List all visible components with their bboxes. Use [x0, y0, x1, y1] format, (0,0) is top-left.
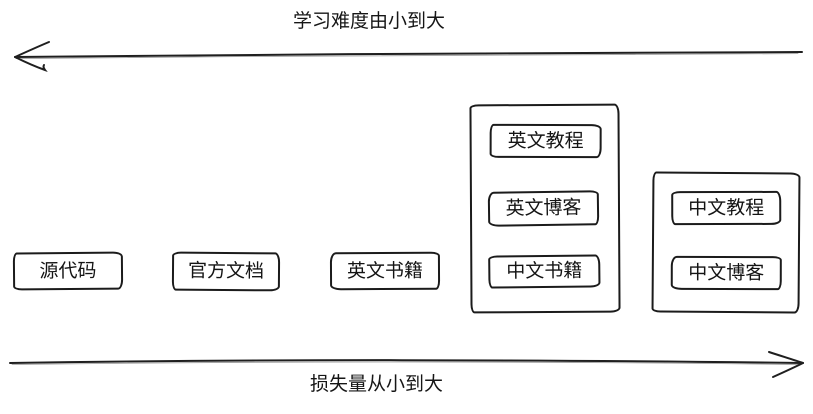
loss-axis-label: 损失量从小到大 [310, 374, 444, 395]
box-chinese-blogs-label: 中文博客 [688, 262, 765, 284]
box-english-books-label: 英文书籍 [346, 260, 424, 282]
difficulty-axis-label: 学习难度由小到大 [293, 11, 446, 32]
group-english-resources: 英文教程 英文博客 中文书籍 [469, 103, 621, 314]
box-chinese-blogs: 中文博客 [670, 255, 782, 291]
box-chinese-tutorials: 中文教程 [671, 190, 782, 226]
group-chinese-resources: 中文教程 中文博客 [651, 171, 801, 314]
box-chinese-tutorials-label: 中文教程 [688, 197, 765, 219]
box-official-docs: 官方文档 [171, 251, 281, 292]
box-english-tutorials: 英文教程 [489, 123, 602, 159]
difficulty-arrow-left-icon [14, 41, 803, 73]
box-source-code: 源代码 [12, 251, 124, 291]
box-chinese-books-label: 中文书籍 [506, 260, 583, 283]
box-source-code-label: 源代码 [39, 260, 97, 282]
box-chinese-books: 中文书籍 [488, 254, 601, 289]
box-english-blogs: 英文博客 [487, 190, 600, 227]
box-english-books: 英文书籍 [329, 251, 441, 291]
box-official-docs-label: 官方文档 [187, 260, 265, 283]
box-english-blogs-label: 英文博客 [505, 197, 582, 220]
box-english-tutorials-label: 英文教程 [507, 130, 584, 152]
